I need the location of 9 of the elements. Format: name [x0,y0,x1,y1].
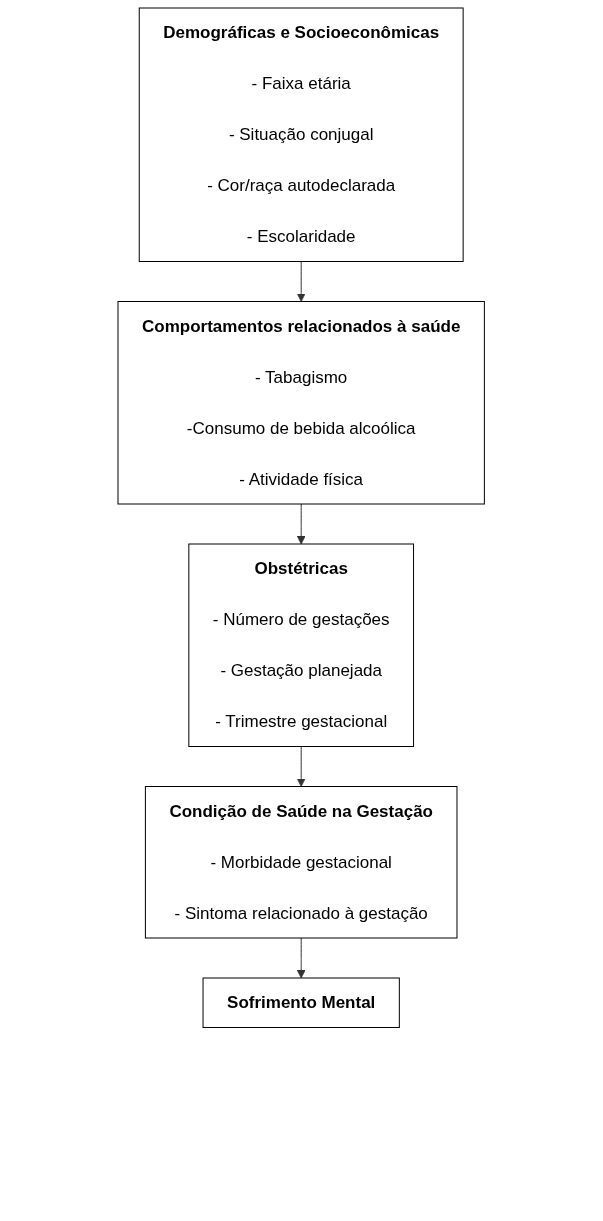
node-box: Obstétricas - Número de gestações - Gestação planejada - Trimestre gestacional [188,543,415,747]
node-box: Sofrimento Mental [202,977,401,1028]
arrow [297,261,306,302]
node-box: Demográficas e Socioeconômicas - Faixa etária - Situação conjugal - Cor/raça autodeclarada - Escolaridade [139,7,464,262]
arrow [297,503,306,545]
node-box: Comportamentos relacionados à saúde - Tabagismo -Consumo de bebida alcoólica - Atividade física [117,301,486,505]
arrow [297,937,306,979]
arrow [297,746,306,787]
node-box: Condição de Saúde na Gestação - Morbidade gestacional - Sintoma relacionado à gestação [145,786,458,939]
